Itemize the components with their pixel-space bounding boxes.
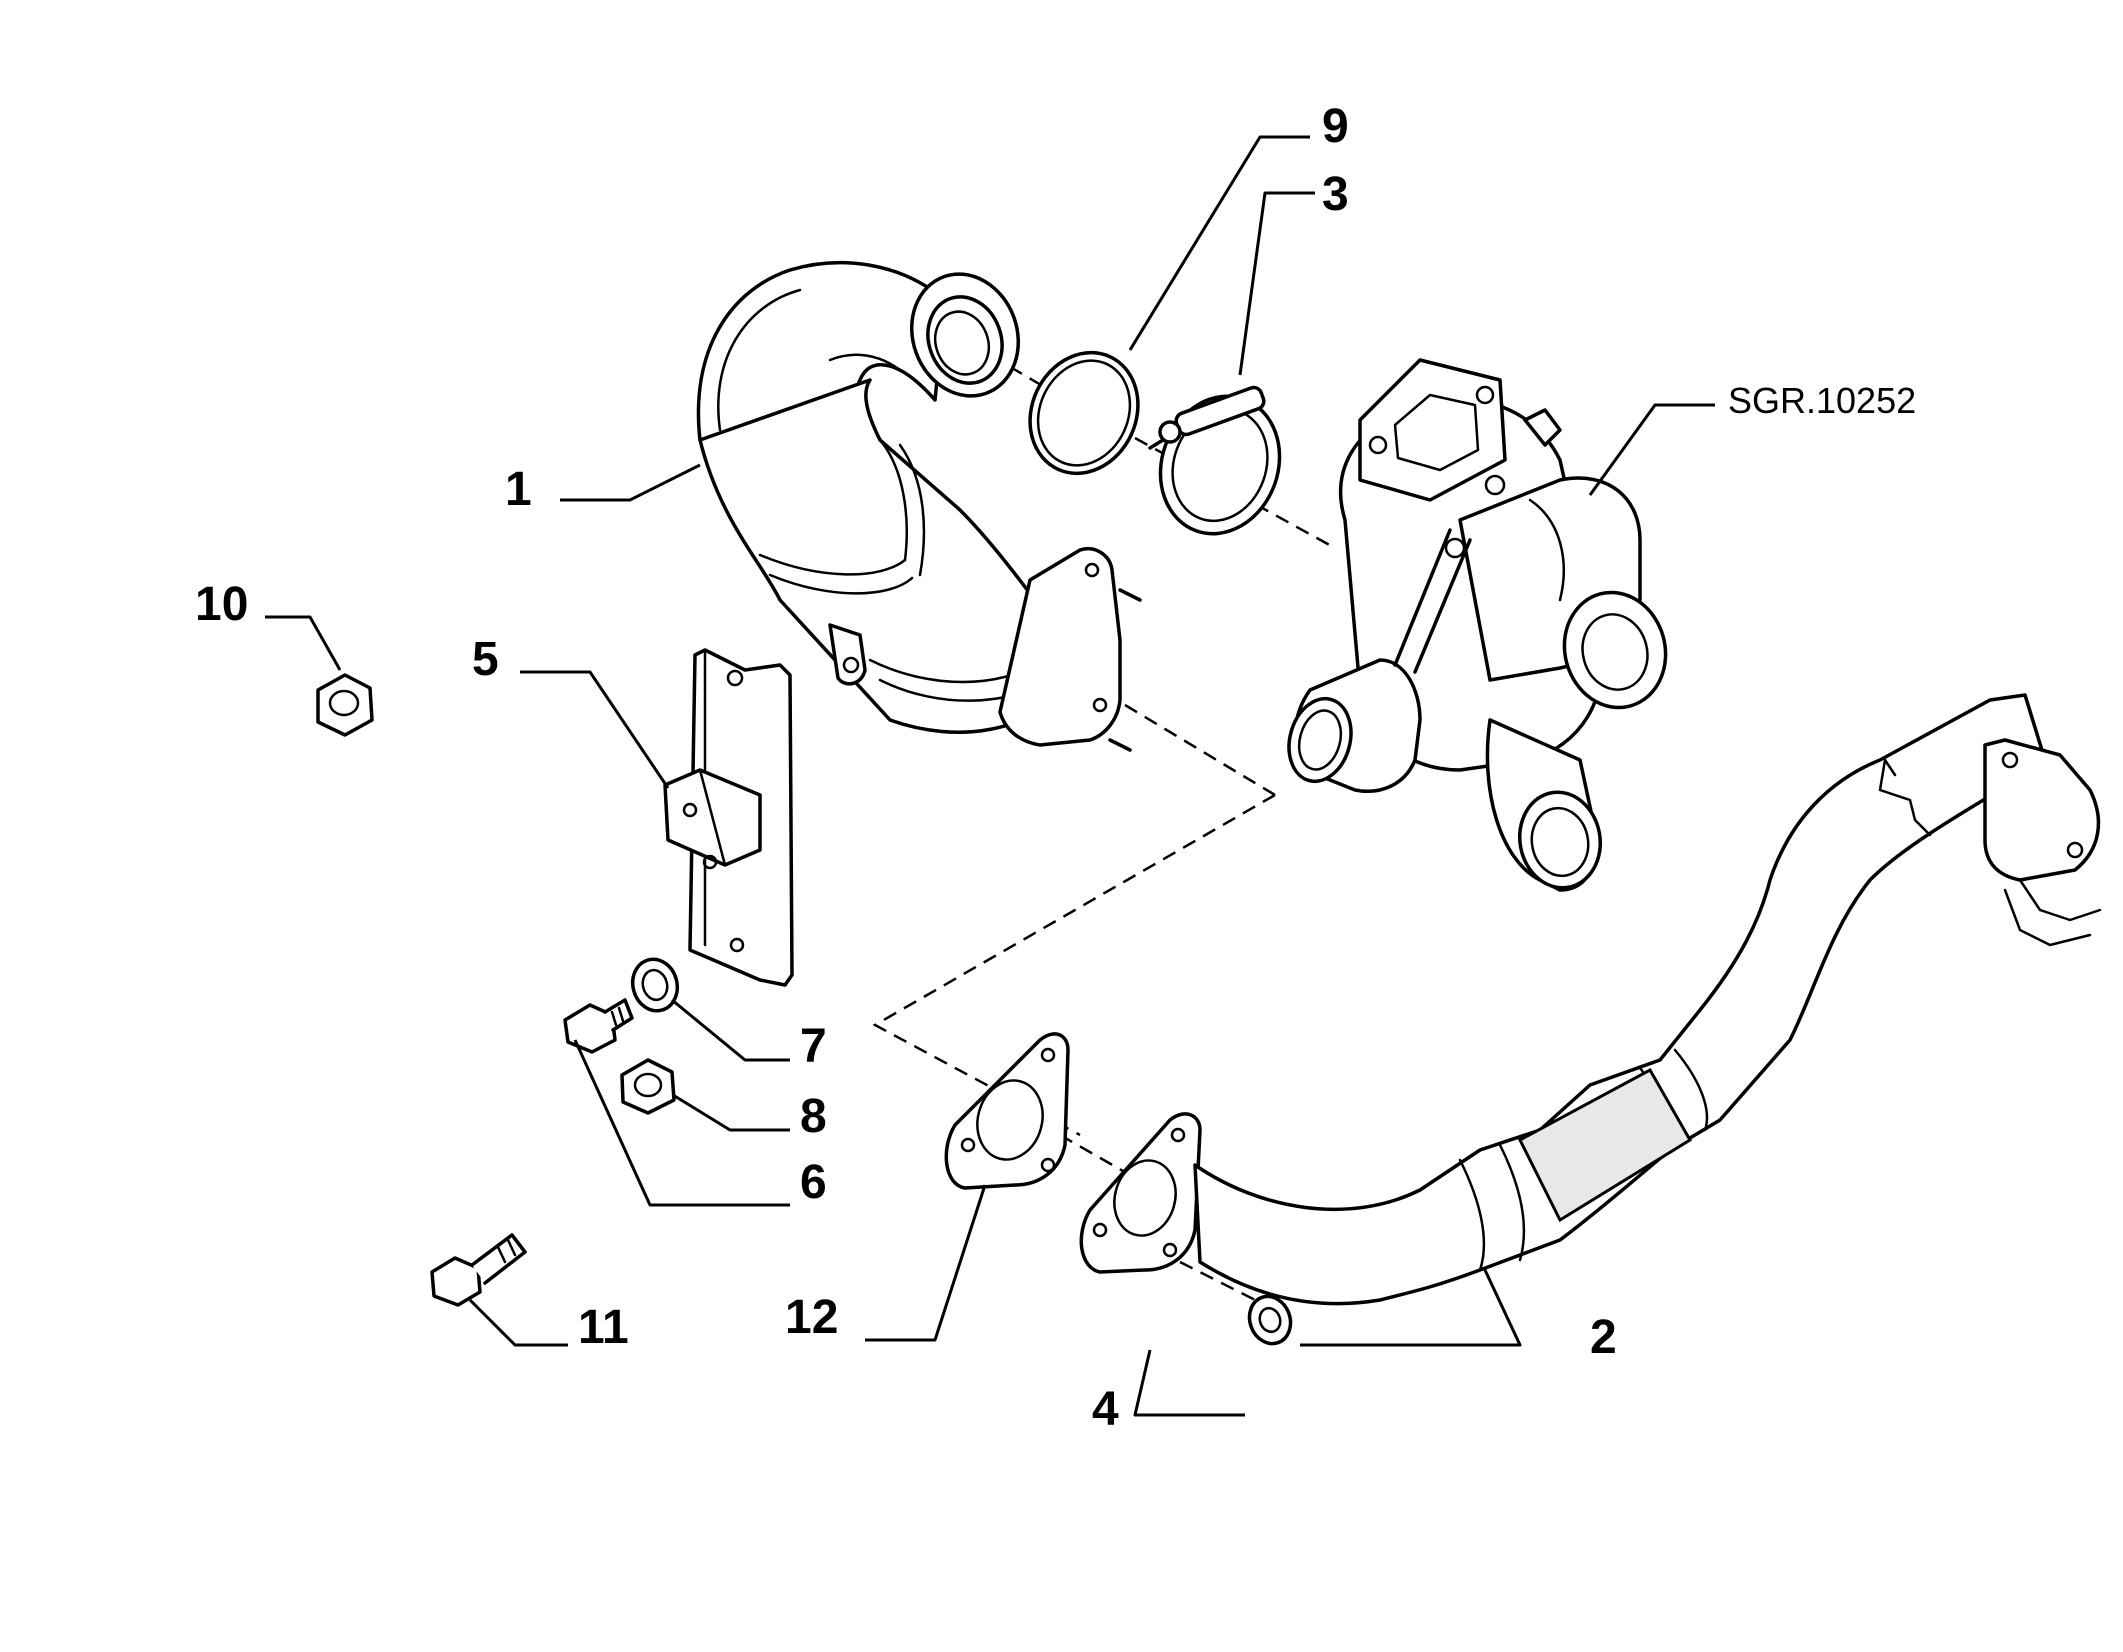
turbocharger-assembly <box>1287 358 1668 892</box>
nut-part-8 <box>620 1058 676 1115</box>
callout-label-8: 8 <box>800 1090 827 1143</box>
support-bracket-part <box>663 648 794 987</box>
seal-ring-part <box>1028 350 1140 476</box>
callout-label-4: 4 <box>1092 1383 1119 1436</box>
assembly-lines <box>872 353 1336 1312</box>
v-band-clamp-part <box>1148 385 1282 536</box>
reference-code-label: SGR.10252 <box>1728 380 1916 421</box>
callout-label-12: 12 <box>785 1291 838 1344</box>
washer-part <box>630 957 680 1013</box>
gasket-part <box>944 1032 1070 1190</box>
bolt-part-6 <box>563 998 634 1054</box>
callout-label-9: 9 <box>1322 100 1349 153</box>
catalytic-converter-part <box>696 260 1142 752</box>
front-exhaust-pipe-part <box>1079 693 2102 1306</box>
callout-label-5: 5 <box>472 633 499 686</box>
callout-label-3: 3 <box>1322 168 1349 221</box>
callout-label-6: 6 <box>800 1156 827 1209</box>
callout-label-2: 2 <box>1590 1311 1617 1364</box>
leader-lines <box>265 135 1715 1417</box>
nut-part-10 <box>316 673 374 737</box>
callout-label-11: 11 <box>578 1301 629 1354</box>
nut-part-4 <box>1247 1294 1293 1346</box>
callout-labels: 1 2 3 4 5 6 7 8 9 10 11 12 SGR.10252 <box>195 100 1916 1436</box>
callout-label-10: 10 <box>195 578 248 631</box>
callout-label-7: 7 <box>800 1020 827 1073</box>
callout-label-1: 1 <box>505 463 532 516</box>
screw-part-11 <box>430 1233 527 1307</box>
